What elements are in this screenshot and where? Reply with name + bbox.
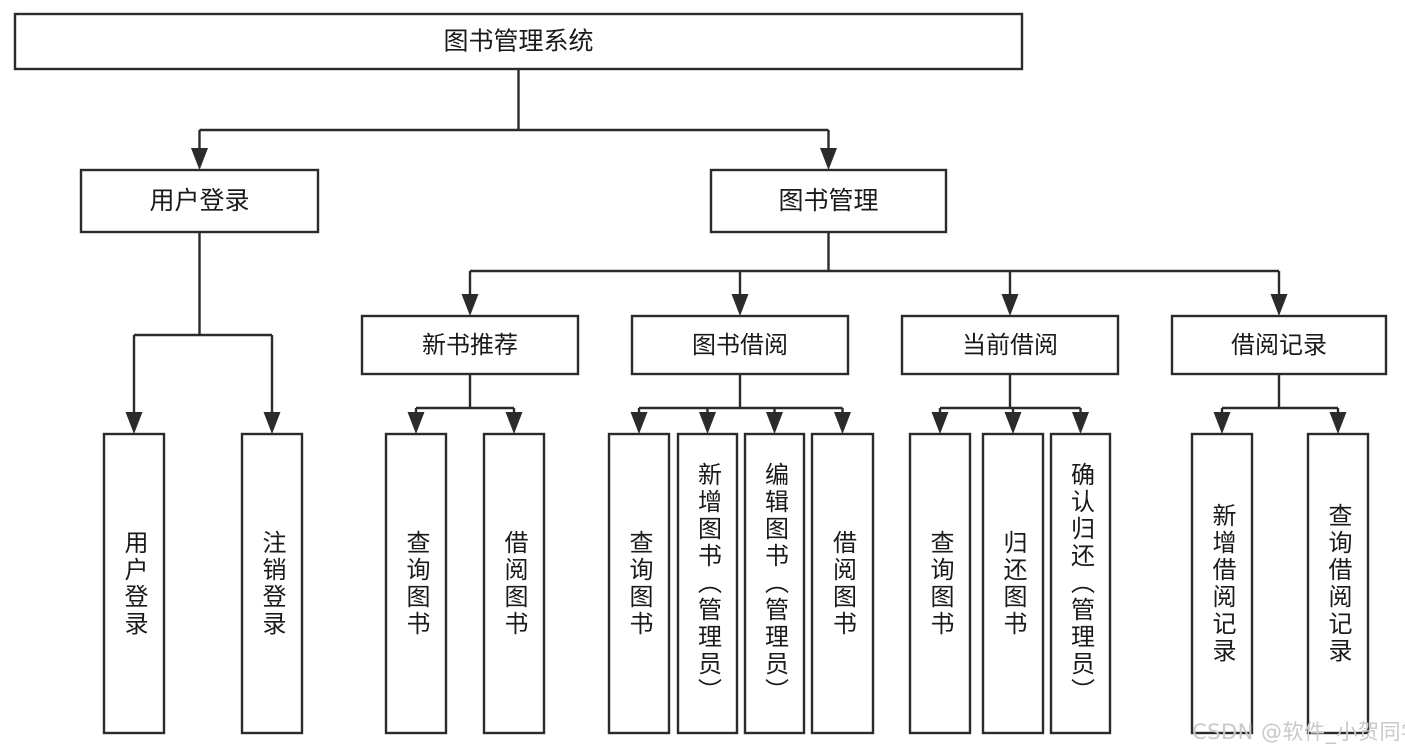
- arrow-head-icon-leaf-return-book: [1004, 412, 1022, 434]
- arrow-head-icon-leaf-logout: [263, 412, 281, 434]
- node-box-book-manage[interactable]: [709, 168, 948, 234]
- node-label-user-login: 用户登录: [149, 186, 249, 215]
- node-box-leaf-add-book[interactable]: [676, 432, 739, 735]
- node-box-leaf-confirm-return[interactable]: [1049, 432, 1112, 735]
- node-label-current-borrow: 当前借阅: [962, 331, 1058, 359]
- node-box-leaf-query-borrow-record[interactable]: [1306, 432, 1370, 735]
- node-box-leaf-borrow-book-recommend[interactable]: [482, 432, 546, 735]
- node-box-current-borrow[interactable]: [900, 314, 1120, 376]
- arrow-head-icon-leaf-borrow-book-recommend: [505, 412, 523, 434]
- node-box-leaf-query-book-recommend[interactable]: [384, 432, 448, 735]
- node-box-book-borrow[interactable]: [630, 314, 850, 376]
- arrow-head-icon-leaf-query-borrow-record: [1329, 412, 1347, 434]
- node-box-root[interactable]: [13, 12, 1024, 71]
- node-label-new-book-recommend: 新书推荐: [422, 331, 518, 359]
- arrow-head-icon-leaf-edit-book: [766, 412, 783, 434]
- node-box-user-login[interactable]: [79, 168, 320, 234]
- node-box-leaf-query-book-borrow[interactable]: [607, 432, 671, 735]
- node-box-leaf-borrow-book[interactable]: [810, 432, 875, 735]
- watermark-text: CSDN @软件_小贺同学: [1192, 720, 1405, 744]
- node-box-borrow-record[interactable]: [1170, 314, 1388, 376]
- node-box-leaf-return-book[interactable]: [981, 432, 1045, 735]
- arrow-head-icon-user-login: [191, 148, 208, 170]
- boxes-layer: [13, 12, 1388, 735]
- node-box-leaf-edit-book[interactable]: [743, 432, 806, 735]
- arrow-head-icon-leaf-query-book-current: [931, 412, 949, 434]
- node-box-leaf-query-book-current[interactable]: [908, 432, 972, 735]
- node-label-book-borrow: 图书借阅: [692, 331, 788, 359]
- node-box-new-book-recommend[interactable]: [360, 314, 580, 376]
- arrow-head-icon-leaf-borrow-book: [834, 412, 851, 434]
- arrow-head-icon-leaf-confirm-return: [1072, 412, 1089, 434]
- node-box-leaf-user-login[interactable]: [102, 432, 166, 735]
- arrow-head-icon-leaf-add-book: [699, 412, 716, 434]
- arrow-head-icon-leaf-query-book-recommend: [407, 412, 425, 434]
- arrow-head-icon-new-book-recommend: [461, 294, 479, 316]
- node-box-leaf-logout[interactable]: [240, 432, 304, 735]
- node-label-book-manage: 图书管理: [778, 186, 878, 215]
- node-label-borrow-record: 借阅记录: [1231, 331, 1327, 359]
- node-box-leaf-add-borrow-record[interactable]: [1190, 432, 1254, 735]
- arrow-head-icon-leaf-user-login: [125, 412, 143, 434]
- arrow-head-icon-book-manage: [820, 148, 837, 170]
- arrow-head-icon-current-borrow: [1001, 294, 1019, 316]
- arrow-head-icon-book-borrow: [731, 294, 749, 316]
- node-label-root: 图书管理系统: [443, 27, 593, 56]
- connectors-layer: [125, 69, 1347, 434]
- arrow-head-icon-leaf-query-book-borrow: [630, 412, 648, 434]
- arrow-head-icon-borrow-record: [1270, 294, 1288, 316]
- arrow-head-icon-leaf-add-borrow-record: [1213, 412, 1231, 434]
